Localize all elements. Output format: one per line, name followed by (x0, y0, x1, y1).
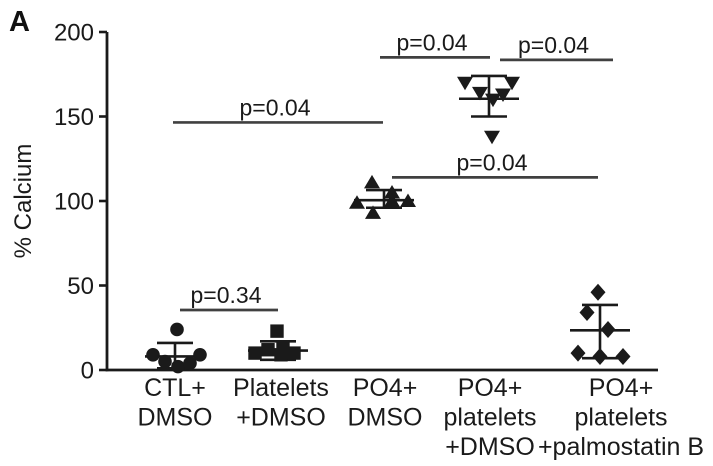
y-tick-label: 150 (54, 104, 94, 131)
y-tick-label: 0 (81, 358, 94, 385)
data-point-circle (193, 347, 207, 362)
data-point-triangle-down (495, 88, 511, 103)
significance-label: p=0.04 (518, 32, 589, 58)
x-tick-label: Platelets+DMSO (233, 374, 329, 432)
data-point-triangle-down (457, 76, 473, 91)
data-point-triangle-up (349, 195, 365, 209)
data-point-circle (158, 354, 172, 369)
data-point-diamond (592, 347, 608, 365)
x-tick-label: CTL+DMSO (138, 374, 213, 432)
data-point-square (287, 346, 301, 360)
x-tick-label: PO4+platelets+DMSO (443, 374, 536, 461)
y-tick-label: 100 (54, 189, 94, 216)
data-point-square (261, 343, 275, 357)
data-point-square (270, 324, 284, 338)
data-point-circle (183, 356, 197, 371)
data-point-diamond (615, 347, 631, 365)
data-point-square (276, 341, 290, 355)
data-point-triangle-up (364, 174, 380, 189)
significance-label: p=0.04 (457, 149, 528, 175)
significance-label: p=0.34 (191, 282, 262, 308)
data-point-circle (170, 322, 184, 337)
panel-label: A (9, 6, 30, 38)
y-tick-label: 200 (54, 20, 94, 47)
x-tick-label: PO4+DMSO (348, 374, 423, 432)
data-point-diamond (590, 283, 606, 301)
data-point-triangle-up (384, 185, 400, 199)
x-tick-label: PO4+platelets+palmostatin B (538, 374, 704, 461)
data-point-triangle-down (504, 76, 520, 91)
data-point-circle (171, 359, 185, 374)
y-tick-label: 50 (67, 273, 94, 300)
data-point-triangle-down (472, 86, 488, 101)
data-point-circle (146, 347, 160, 362)
data-point-triangle-up (400, 193, 416, 207)
y-axis-label: % Calcium (10, 144, 37, 259)
data-point-square (248, 346, 262, 360)
data-point-diamond (600, 320, 616, 338)
data-point-diamond (570, 344, 586, 362)
data-point-triangle-down (485, 93, 501, 108)
data-point-triangle-up (365, 205, 381, 219)
data-point-diamond (579, 304, 595, 322)
significance-label: p=0.04 (397, 29, 468, 55)
data-point-triangle-up (384, 193, 400, 207)
significance-label: p=0.04 (240, 94, 311, 120)
data-point-triangle-down (484, 130, 500, 145)
